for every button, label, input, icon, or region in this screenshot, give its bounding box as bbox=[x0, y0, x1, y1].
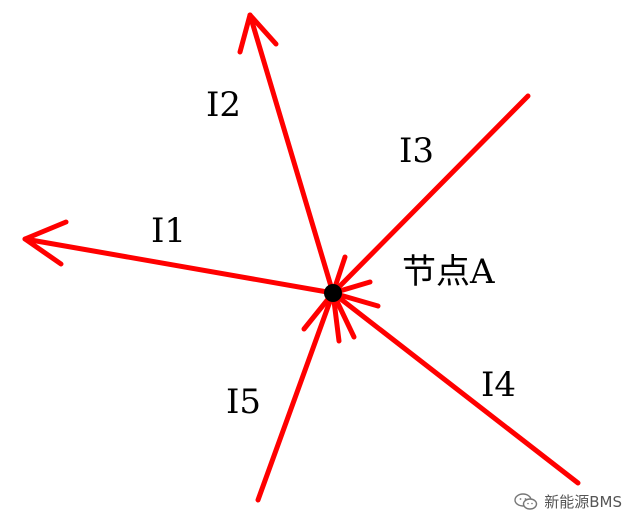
current-i1-line bbox=[22, 236, 336, 296]
current-i4-label: I4 bbox=[481, 365, 517, 405]
wechat-icon bbox=[514, 492, 538, 510]
current-i4-branch bbox=[330, 290, 581, 486]
current-i1-label: I1 bbox=[151, 211, 187, 251]
watermark: 新能源BMS bbox=[514, 491, 622, 512]
current-i3-label: I3 bbox=[399, 131, 435, 171]
node-a-label: 节点A bbox=[402, 252, 495, 292]
current-i4-line bbox=[330, 290, 581, 486]
current-i2-line bbox=[247, 12, 336, 296]
current-i1-arrowhead bbox=[22, 219, 69, 267]
current-i5-branch bbox=[255, 290, 342, 503]
current-i5-line bbox=[255, 290, 336, 503]
watermark-text: 新能源BMS bbox=[544, 493, 622, 511]
node-a-dot bbox=[324, 284, 342, 302]
current-i5-label: I5 bbox=[226, 382, 262, 422]
current-i1-branch bbox=[22, 219, 336, 296]
current-i2-branch bbox=[237, 12, 336, 296]
current-i2-label: I2 bbox=[206, 85, 242, 125]
current-i3-line bbox=[330, 93, 531, 296]
current-i2-arrowhead bbox=[237, 12, 279, 55]
